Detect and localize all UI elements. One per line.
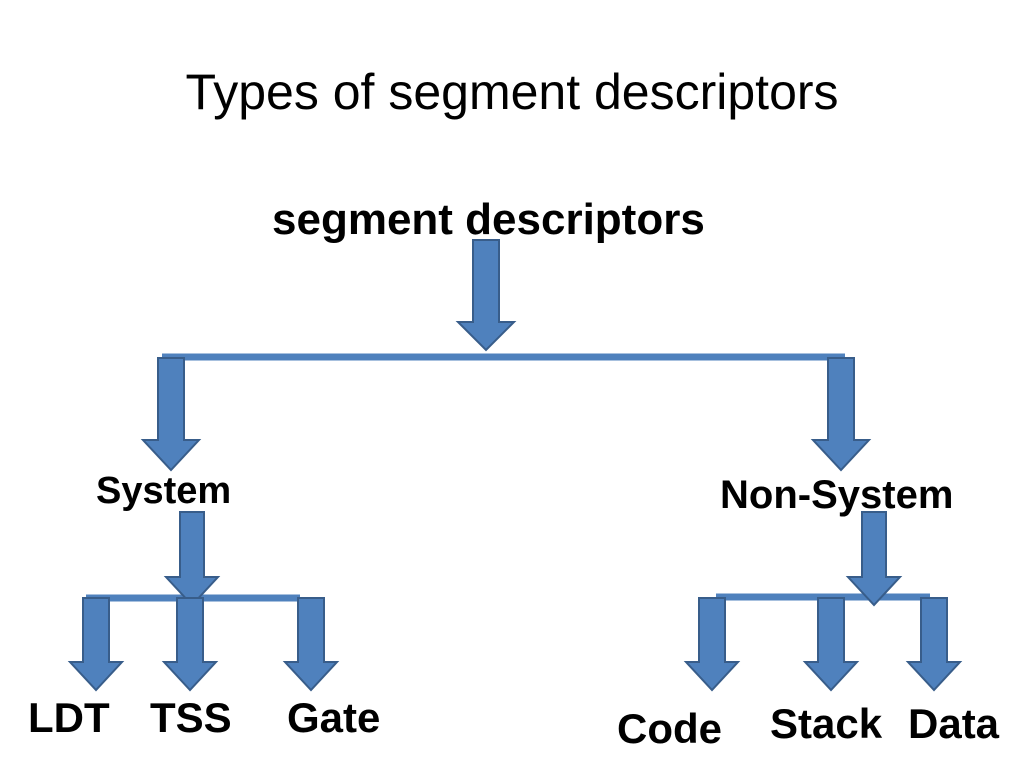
nonsystem-down-arrow-icon xyxy=(845,511,903,607)
category-nonsystem-label: Non-System xyxy=(720,473,954,517)
leaf-stack-label: Stack xyxy=(770,700,883,747)
gate-arrow-icon xyxy=(282,597,340,692)
system-branch-arrow-icon xyxy=(140,357,202,472)
root-node-label: segment descriptors xyxy=(272,195,705,244)
ldt-arrow-icon xyxy=(67,597,125,692)
slide-title: Types of segment descriptors xyxy=(185,64,839,120)
code-arrow-icon xyxy=(683,597,741,692)
tss-arrow-icon xyxy=(161,597,219,692)
category-system-label: System xyxy=(96,470,232,512)
system-down-arrow-icon xyxy=(163,511,221,607)
leaf-gate-label: Gate xyxy=(287,694,381,741)
leaf-code-label: Code xyxy=(617,705,722,752)
leaf-data-label: Data xyxy=(908,700,1000,747)
data-arrow-icon xyxy=(905,597,963,692)
leaf-ldt-label: LDT xyxy=(28,694,110,741)
nonsystem-branch-arrow-icon xyxy=(810,357,872,472)
stack-arrow-icon xyxy=(802,597,860,692)
leaf-tss-label: TSS xyxy=(150,694,232,741)
root-down-arrow-icon xyxy=(455,239,517,352)
